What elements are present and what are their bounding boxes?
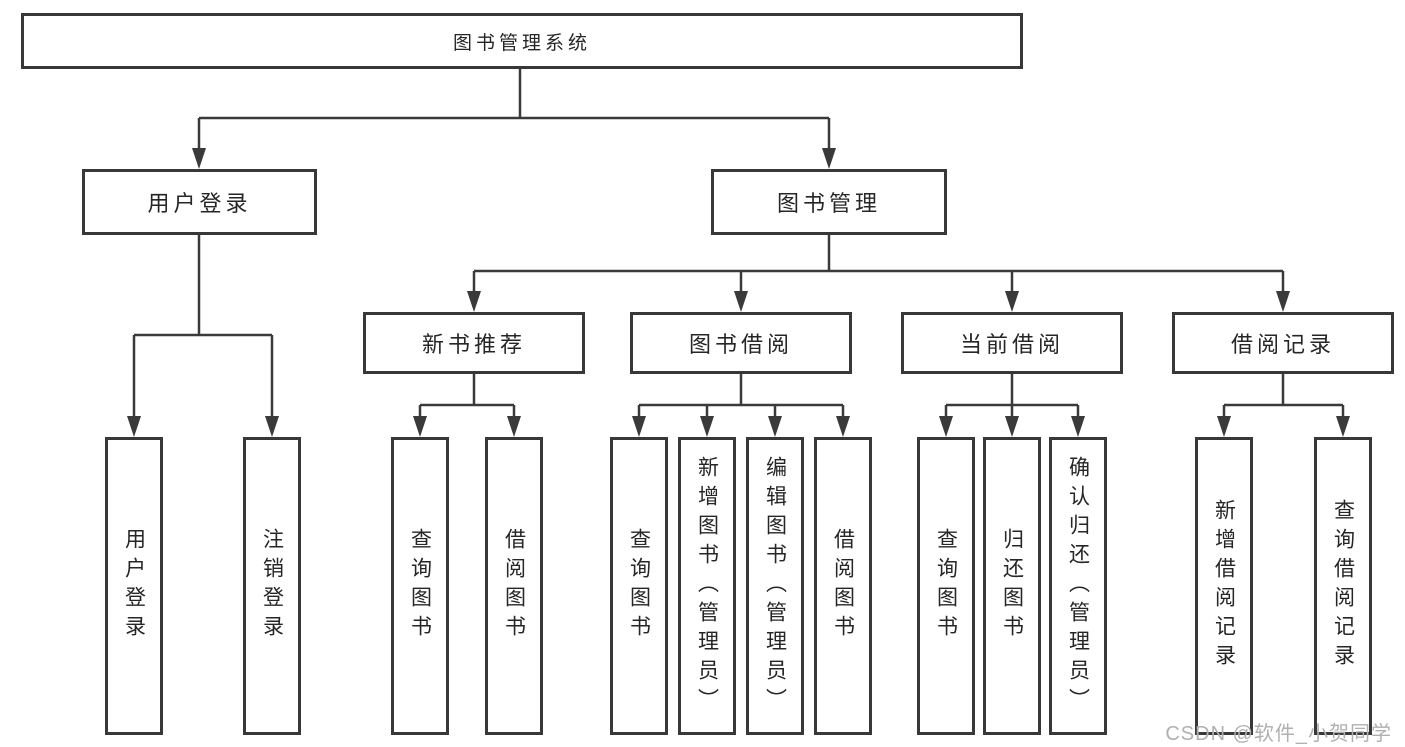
leaf-query-books-current-label: 查询图书 — [934, 528, 958, 644]
node-book-management: 图书管理 — [711, 169, 947, 235]
leaf-logout: 注销登录 — [243, 437, 301, 735]
leaf-query-books-current: 查询图书 — [917, 437, 975, 735]
leaf-borrow-books-recommend: 借阅图书 — [485, 437, 543, 735]
leaf-edit-books-admin: 编辑图书（管理员） — [746, 437, 804, 735]
leaf-add-books-admin: 新增图书（管理员） — [678, 437, 736, 735]
node-library-management-system: 图书管理系统 — [21, 13, 1023, 69]
arrowhead-icon — [632, 416, 646, 437]
connector-userlogin-to-leaves — [132, 234, 274, 422]
node-new-book-recommend: 新书推荐 — [363, 312, 585, 374]
arrowhead-icon — [192, 148, 206, 169]
leaf-borrow-books-recommend-label: 借阅图书 — [502, 528, 526, 644]
leaf-query-books-recommend: 查询图书 — [391, 437, 449, 735]
leaf-logout-label: 注销登录 — [260, 528, 284, 644]
connector-recommend-to-leaves — [418, 374, 516, 422]
connector-borrowing-to-leaves — [637, 374, 845, 422]
connector-records-to-leaves — [1222, 374, 1345, 422]
connector-root-to-level2 — [197, 68, 831, 152]
leaf-return-books-label: 归还图书 — [1000, 528, 1024, 644]
arrowhead-icon — [836, 416, 850, 437]
leaf-return-books: 归还图书 — [983, 437, 1041, 735]
arrowhead-icon — [1005, 291, 1019, 312]
leaf-query-borrow-record: 查询借阅记录 — [1314, 437, 1372, 735]
connector-bookmgmt-to-level3 — [472, 234, 1285, 297]
node-user-login: 用户登录 — [82, 169, 317, 235]
node-book-borrowing: 图书借阅 — [630, 312, 852, 374]
leaf-query-books-borrowing: 查询图书 — [610, 437, 668, 735]
arrowhead-icon — [1005, 416, 1019, 437]
arrowhead-icon — [467, 291, 481, 312]
leaf-borrow-books-borrowing-label: 借阅图书 — [831, 528, 855, 644]
leaf-query-books-recommend-label: 查询图书 — [408, 528, 432, 644]
leaf-edit-books-admin-label: 编辑图书（管理员） — [763, 455, 787, 717]
leaf-add-books-admin-label: 新增图书（管理员） — [695, 455, 719, 717]
arrowhead-icon — [127, 416, 141, 437]
arrowhead-icon — [1071, 416, 1085, 437]
arrowhead-icon — [768, 416, 782, 437]
leaf-add-borrow-record: 新增借阅记录 — [1195, 437, 1253, 735]
arrowhead-icon — [939, 416, 953, 437]
arrowhead-icon — [265, 416, 279, 437]
arrowhead-icon — [822, 148, 836, 169]
leaf-query-books-borrowing-label: 查询图书 — [627, 528, 651, 644]
node-borrowing-records: 借阅记录 — [1172, 312, 1394, 374]
arrowhead-icon — [734, 291, 748, 312]
leaf-borrow-books-borrowing: 借阅图书 — [814, 437, 872, 735]
arrowhead-icon — [1336, 416, 1350, 437]
node-current-borrowing: 当前借阅 — [901, 312, 1123, 374]
connector-current-to-leaves — [944, 374, 1080, 422]
arrowhead-icon — [413, 416, 427, 437]
watermark: CSDN @软件_小贺同学 — [1165, 723, 1392, 745]
leaf-user-login-label: 用户登录 — [122, 528, 146, 644]
leaf-add-borrow-record-label: 新增借阅记录 — [1212, 499, 1236, 673]
leaf-confirm-return-admin: 确认归还（管理员） — [1049, 437, 1107, 735]
arrowhead-icon — [1276, 291, 1290, 312]
leaf-confirm-return-admin-label: 确认归还（管理员） — [1066, 455, 1090, 717]
arrowhead-icon — [1217, 416, 1231, 437]
arrowheads — [127, 148, 1350, 437]
arrowhead-icon — [507, 416, 521, 437]
arrowhead-icon — [700, 416, 714, 437]
leaf-query-borrow-record-label: 查询借阅记录 — [1331, 499, 1355, 673]
leaf-user-login: 用户登录 — [105, 437, 163, 735]
